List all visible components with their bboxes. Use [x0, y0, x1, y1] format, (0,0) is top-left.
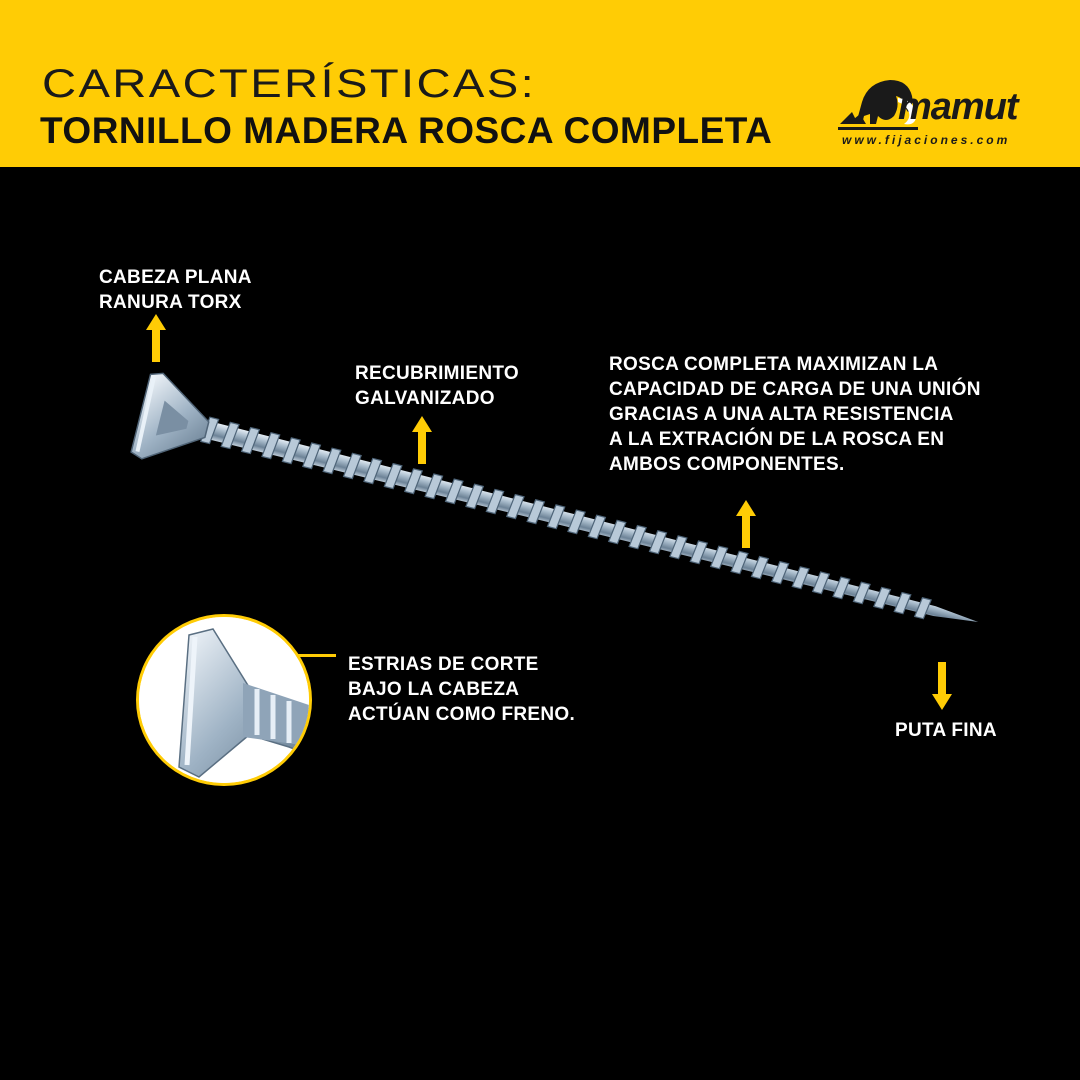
thread-ridge [342, 452, 362, 480]
thread-ridge [261, 431, 281, 460]
thread-ridge [607, 519, 627, 545]
label-thread-line: AMBOS COMPONENTES. [609, 454, 845, 475]
label-coating-line: GALVANIZADO [355, 388, 495, 409]
label-tip-line: PUTA FINA [895, 720, 997, 741]
thread-ridge [750, 555, 770, 580]
thread-ridge [383, 462, 403, 490]
thread-ridge [587, 514, 607, 540]
thread-ridge [526, 499, 546, 525]
arrow-up-icon [736, 500, 756, 548]
thread-ridge [322, 447, 342, 475]
thread-ridge [791, 566, 810, 590]
thread-ridge [689, 540, 709, 565]
thread-ridge [465, 483, 485, 510]
label-thread-line: CAPACIDAD DE CARGA DE UNA UNIÓN [609, 379, 981, 400]
thread-ridge [730, 550, 749, 575]
header-band: CARACTERÍSTICAS: TORNILLO MADERA ROSCA C… [0, 0, 1080, 167]
thread-ridge [505, 493, 525, 520]
label-coating: RECUBRIMIENTO GALVANIZADO [355, 361, 519, 411]
label-head-line: CABEZA PLANA [99, 267, 252, 288]
label-head-line: RANURA TORX [99, 292, 242, 313]
thread-ridge [403, 468, 424, 495]
label-tip: PUTA FINA [895, 718, 997, 743]
arrow-up-icon [412, 416, 432, 464]
thread-ridge [832, 576, 851, 600]
label-ribs-line: ESTRIAS DE CORTE [348, 654, 539, 675]
thread-ridge [669, 535, 688, 560]
label-thread: ROSCA COMPLETA MAXIMIZAN LA CAPACIDAD DE… [609, 352, 981, 477]
thread-ridge [648, 529, 668, 555]
label-ribs: ESTRIAS DE CORTE BAJO LA CABEZA ACTÚAN C… [348, 652, 575, 727]
thread-ridge [424, 473, 444, 500]
thread-ridge [567, 509, 586, 535]
thread-ridge [893, 591, 912, 615]
thread-ridge [546, 504, 566, 530]
thread-ridge [281, 437, 301, 465]
mammoth-icon [838, 80, 918, 130]
label-ribs-line: ACTÚAN COMO FRENO. [348, 704, 576, 725]
label-thread-line: GRACIAS A UNA ALTA RESISTENCIA [609, 404, 954, 425]
thread-ridge [444, 478, 464, 505]
detail-inset [136, 614, 312, 786]
screw-head-detail [139, 617, 309, 783]
label-thread-line: ROSCA COMPLETA MAXIMIZAN LA [609, 354, 939, 375]
label-coating-line: RECUBRIMIENTO [355, 363, 519, 384]
thread-ridge [485, 488, 505, 515]
arrow-down-icon [932, 662, 952, 710]
thread-ridge [301, 442, 322, 470]
brand-url: www.fijaciones.com [842, 133, 1011, 147]
thread-ridge [240, 426, 261, 455]
thread-ridge [709, 545, 729, 570]
page-title: CARACTERÍSTICAS: [42, 62, 537, 106]
thread-ridge [873, 586, 892, 610]
label-head: CABEZA PLANA RANURA TORX [99, 265, 252, 315]
thread-ridge [852, 581, 871, 605]
thread-ridge [771, 560, 790, 585]
arrow-up-icon [146, 314, 166, 362]
thread-ridge [811, 571, 831, 595]
thread-ridge [220, 421, 240, 450]
thread-ridge [913, 597, 932, 620]
thread-ridge [363, 457, 383, 485]
thread-ridge [628, 524, 647, 550]
brand-wordmark: mamut [898, 86, 1019, 128]
brand-logo: mamut www.fijaciones.com [838, 72, 1040, 150]
label-ribs-line: BAJO LA CABEZA [348, 679, 520, 700]
label-thread-line: A LA EXTRACIÓN DE LA ROSCA EN [609, 429, 945, 450]
page-subtitle: TORNILLO MADERA ROSCA COMPLETA [40, 110, 773, 151]
